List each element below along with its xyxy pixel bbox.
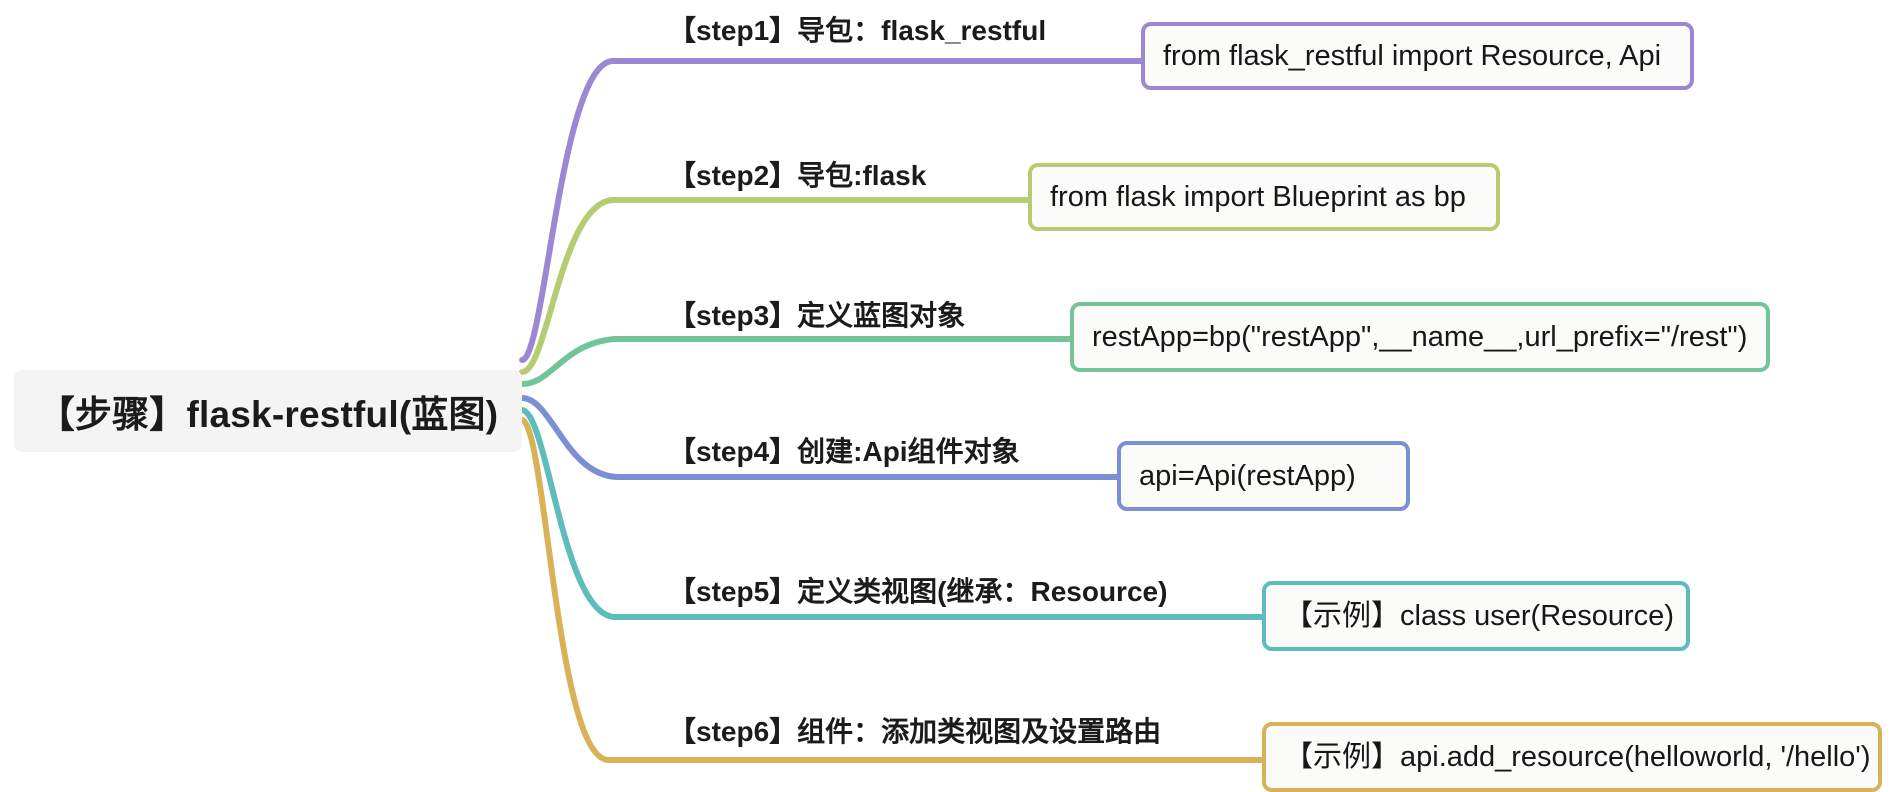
mindmap-root-node[interactable]: 【步骤】flask-restful(蓝图) [14, 370, 522, 452]
branch-label-step2: 【step2】导包:flask [668, 160, 927, 191]
branch-label-step4: 【step4】创建:Api组件对象 [668, 436, 1020, 467]
leaf-text-step5: 【示例】class user(Resource) [1284, 599, 1674, 632]
leaf-text-step2: from flask import Blueprint as bp [1050, 180, 1466, 213]
branch-label-step5: 【step5】定义类视图(继承：Resource) [668, 576, 1168, 607]
leaf-text-step6: 【示例】api.add_resource(helloworld, '/hello… [1284, 740, 1871, 773]
branch-label-step3: 【step3】定义蓝图对象 [668, 300, 966, 331]
leaf-text-step4: api=Api(restApp) [1139, 459, 1356, 492]
branch-label-step1: 【step1】导包：flask_restful [668, 15, 1047, 46]
leaf-box-step3[interactable]: restApp=bp("restApp",__name__,url_prefix… [1070, 302, 1770, 372]
leaf-text-step1: from flask_restful import Resource, Api [1163, 39, 1662, 72]
root-node-label: 【步骤】flask-restful(蓝图) [37, 394, 499, 435]
leaf-box-step2[interactable]: from flask import Blueprint as bp [1028, 163, 1500, 231]
leaf-text-step3: restApp=bp("restApp",__name__,url_prefix… [1092, 320, 1748, 353]
leaf-box-step6[interactable]: 【示例】api.add_resource(helloworld, '/hello… [1262, 722, 1882, 792]
leaf-box-step4[interactable]: api=Api(restApp) [1117, 441, 1410, 511]
leaf-box-step1[interactable]: from flask_restful import Resource, Api [1141, 22, 1694, 90]
leaf-box-step5[interactable]: 【示例】class user(Resource) [1262, 581, 1690, 651]
branch-label-step6: 【step6】组件：添加类视图及设置路由 [668, 716, 1162, 747]
